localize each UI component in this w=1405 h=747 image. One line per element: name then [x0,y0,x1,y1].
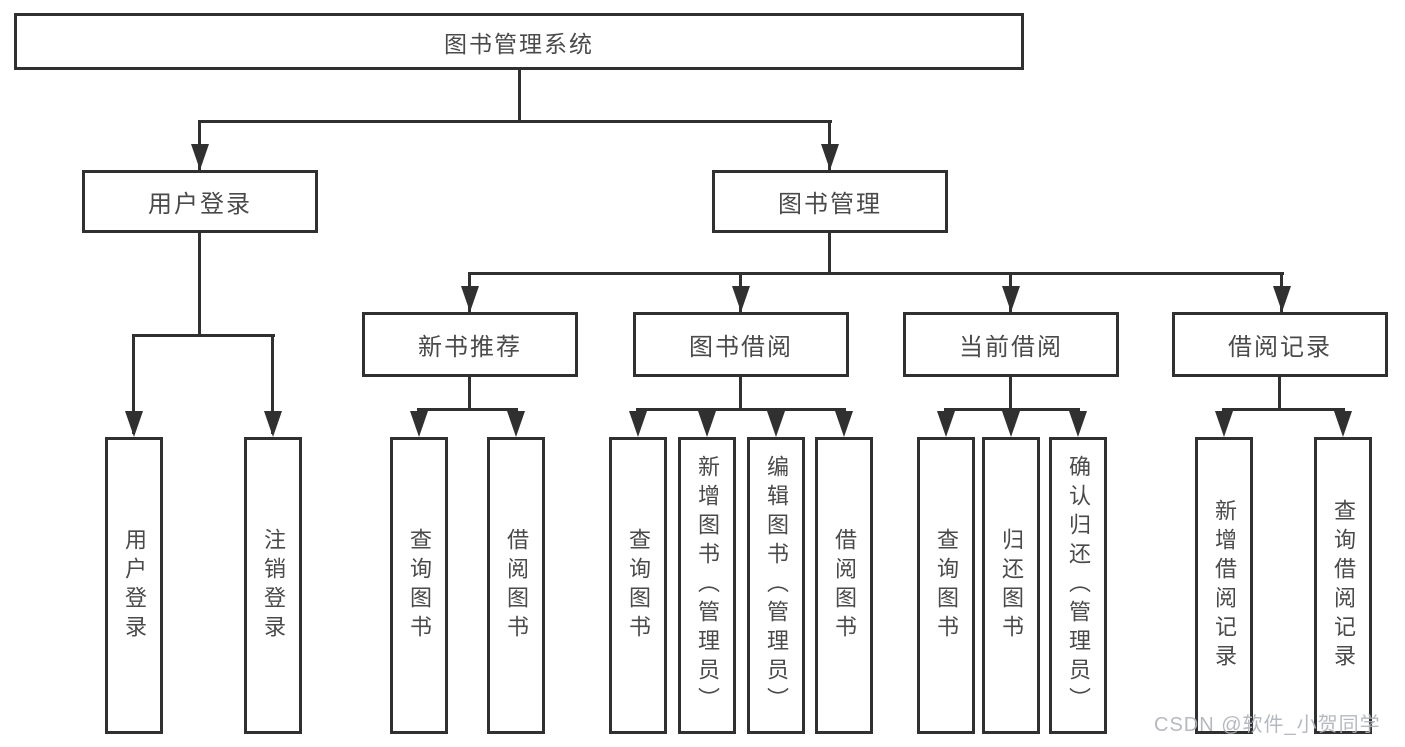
arrow-down-icon [821,144,839,170]
node-query-books-borrow: 查询图书 [609,437,667,734]
connector-line [417,408,518,411]
node-borrow-books: 借阅图书 [815,437,873,734]
arrow-down-icon [937,411,955,437]
connector-line [132,334,275,337]
arrow-down-icon [1334,411,1352,437]
node-user-login-leaf: 用户登录 [105,437,163,734]
connector-line [468,377,471,410]
arrow-down-icon [835,411,853,437]
arrow-down-icon [1215,411,1233,437]
node-add-borrow-record-label: 新增借阅记录 [1212,498,1237,673]
node-user-login-leaf-label: 用户登录 [122,527,147,644]
node-book-borrowing-label: 图书借阅 [689,334,793,361]
node-query-books-current-label: 查询图书 [934,527,959,644]
arrow-down-icon [1069,411,1087,437]
arrow-down-icon [410,411,428,437]
node-query-books-current: 查询图书 [917,437,975,734]
node-edit-books-admin: 编辑图书（管理员） [747,437,805,734]
node-query-borrow-record-label: 查询借阅记录 [1331,498,1356,673]
node-confirm-return-admin-label: 确认归还（管理员） [1066,455,1091,716]
node-confirm-return-admin: 确认归还（管理员） [1049,437,1107,734]
arrow-down-icon [698,411,716,437]
node-root: 图书管理系统 [14,13,1024,70]
node-query-books-borrow-label: 查询图书 [626,527,651,644]
node-borrow-books-label: 借阅图书 [832,527,857,644]
arrow-down-icon [1002,286,1020,312]
node-root-label: 图书管理系统 [444,30,594,57]
node-query-books-recommend-label: 查询图书 [407,527,432,644]
arrow-down-icon [507,411,525,437]
connector-line [198,233,201,337]
arrow-down-icon [191,144,209,170]
node-new-book-recommendation-label: 新书推荐 [418,334,522,361]
node-book-management-label: 图书管理 [778,191,882,218]
node-new-book-recommendation: 新书推荐 [362,312,578,377]
node-book-management: 图书管理 [712,170,948,233]
connector-line [468,272,1284,275]
node-user-login-label: 用户登录 [148,191,252,218]
arrow-down-icon [1002,411,1020,437]
node-logout: 注销登录 [244,437,302,734]
connector-line [944,408,1080,411]
node-borrowing-records: 借阅记录 [1172,312,1388,377]
arrow-down-icon [125,411,143,437]
connector-line [1222,408,1345,411]
node-logout-label: 注销登录 [261,527,286,644]
node-query-books-recommend: 查询图书 [390,437,448,734]
node-return-books: 归还图书 [982,437,1040,734]
node-add-books-admin: 新增图书（管理员） [678,437,736,734]
node-borrow-books-recommend: 借阅图书 [487,437,545,734]
node-borrowing-records-label: 借阅记录 [1228,334,1332,361]
arrow-down-icon [629,411,647,437]
node-query-borrow-record: 查询借阅记录 [1314,437,1372,734]
node-current-borrowing: 当前借阅 [903,312,1119,377]
node-add-borrow-record: 新增借阅记录 [1195,437,1253,734]
csdn-watermark: CSDN @软件_小贺同学 [1154,714,1381,736]
node-edit-books-admin-label: 编辑图书（管理员） [764,455,789,716]
connector-line [828,233,831,275]
node-book-borrowing: 图书借阅 [633,312,849,377]
connector-line [1278,377,1281,410]
connector-line [132,334,135,434]
connector-line [198,120,832,123]
arrow-down-icon [732,286,750,312]
connector-line [636,408,846,411]
node-add-books-admin-label: 新增图书（管理员） [695,455,720,716]
connector-line [518,69,521,122]
arrow-down-icon [264,411,282,437]
connector-line [271,334,274,434]
connector-line [1009,377,1012,410]
node-borrow-books-recommend-label: 借阅图书 [504,527,529,644]
node-user-login: 用户登录 [82,170,318,233]
arrow-down-icon [767,411,785,437]
arrow-down-icon [1273,286,1291,312]
node-current-borrowing-label: 当前借阅 [959,334,1063,361]
node-return-books-label: 归还图书 [999,527,1024,644]
connector-line [739,377,742,410]
arrow-down-icon [461,286,479,312]
